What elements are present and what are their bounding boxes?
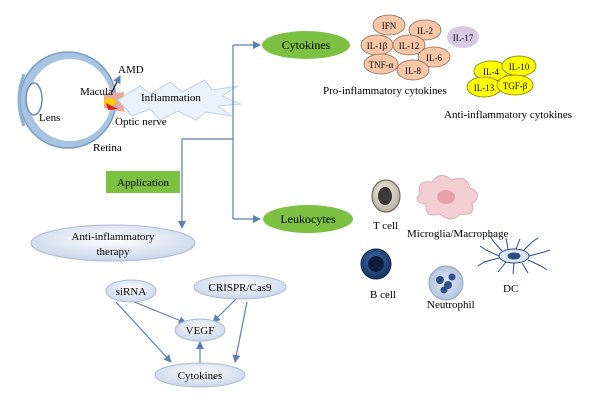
sirna-label: siRNA [116, 286, 147, 298]
crispr-node [193, 274, 287, 300]
crispr-label: CRISPR/Cas9 [209, 282, 272, 294]
cytokine-tgfb-label: TGF-β [503, 81, 528, 91]
eye-illustration [17, 51, 124, 149]
cytokine-il12-label: IL-12 [399, 41, 420, 51]
application-label: Application [117, 177, 169, 189]
eye-lens-shape [25, 82, 43, 116]
anti-cytokine-cluster: IL-4 IL-10 IL-13 TGF-β [466, 55, 537, 98]
cytokine-il17-label: IL-17 [453, 33, 474, 43]
application-box [106, 171, 180, 193]
cytokine-il6 [417, 46, 451, 68]
retina-label: Retina [93, 142, 122, 154]
cytokine-il8-label: IL-8 [405, 66, 421, 76]
amd-label: AMD [118, 64, 144, 76]
b-cell-label: B cell [370, 289, 396, 301]
cytokine-tgfb [496, 74, 534, 96]
amd-lesion [106, 103, 118, 110]
eye-cornea [17, 73, 26, 127]
optic-nerve-label: Optic nerve [115, 116, 167, 128]
mechanism-arrows [115, 297, 248, 363]
cytokine-il2-label: IL-2 [417, 26, 433, 36]
vegf-node [174, 318, 226, 342]
cytokine-il4-label: IL-4 [483, 67, 499, 77]
t-cell-image [371, 179, 401, 213]
cytokine-il2 [408, 19, 442, 41]
cytokines-target-label: Cytokines [178, 370, 223, 382]
cytokine-il17 [447, 26, 479, 48]
neutrophil-image [428, 265, 464, 301]
cytokine-tnfa-label: TNF-α [369, 60, 394, 70]
amd-arrow [111, 75, 121, 93]
dendritic-cell-image [477, 235, 551, 275]
sirna-node [105, 279, 157, 303]
cytokines-target-node [154, 362, 246, 388]
cytokine-il1b-label: IL-1β [367, 41, 388, 51]
therapy-oval [30, 224, 196, 262]
vegf-label: VEGF [186, 325, 215, 337]
connector-lines [178, 41, 261, 229]
leukocytes-label: Leukocytes [280, 212, 336, 226]
eye-vitreous [29, 59, 111, 141]
cytokine-tnfa [363, 53, 399, 75]
t-cell-label: T cell [373, 220, 398, 232]
cytokines-node [262, 31, 350, 59]
dc-label: DC [503, 283, 518, 295]
leukocytes-node [263, 205, 353, 233]
cytokine-il10-label: IL-10 [509, 62, 530, 72]
neutrophil-label: Neutrophil [427, 299, 475, 311]
inflammation-label: Inflammation [141, 92, 201, 104]
cytokines-label: Cytokines [282, 38, 331, 52]
microglia-label: Microglia/Macrophage [407, 228, 509, 240]
cytokine-il6-label: IL-6 [426, 53, 442, 63]
b-cell-image [360, 248, 392, 280]
cytokine-il12 [392, 34, 426, 56]
pro-inflammatory-caption: Pro-inflammatory cytokines [323, 85, 447, 97]
microglia-nucleus [437, 190, 455, 204]
cytokine-ifn-label: IFN [382, 21, 397, 31]
lens-label: Lens [39, 112, 60, 124]
macula-spot [104, 98, 116, 106]
anti-inflammatory-caption: Anti-inflammatory cytokines [444, 109, 572, 121]
cytokine-il8 [396, 59, 430, 81]
cytokine-ifn [372, 14, 406, 36]
macula-label: Macula [80, 86, 113, 98]
inflammation-burst [117, 79, 242, 121]
cytokine-il13-label: IL-13 [474, 83, 495, 93]
therapy-line2: therapy [97, 246, 130, 258]
pro-cytokine-cluster: IFN IL-2 IL-1β IL-12 IL-6 TNF-α IL-8 [360, 14, 451, 81]
therapy-line1: Anti-inflammatory [71, 231, 155, 243]
